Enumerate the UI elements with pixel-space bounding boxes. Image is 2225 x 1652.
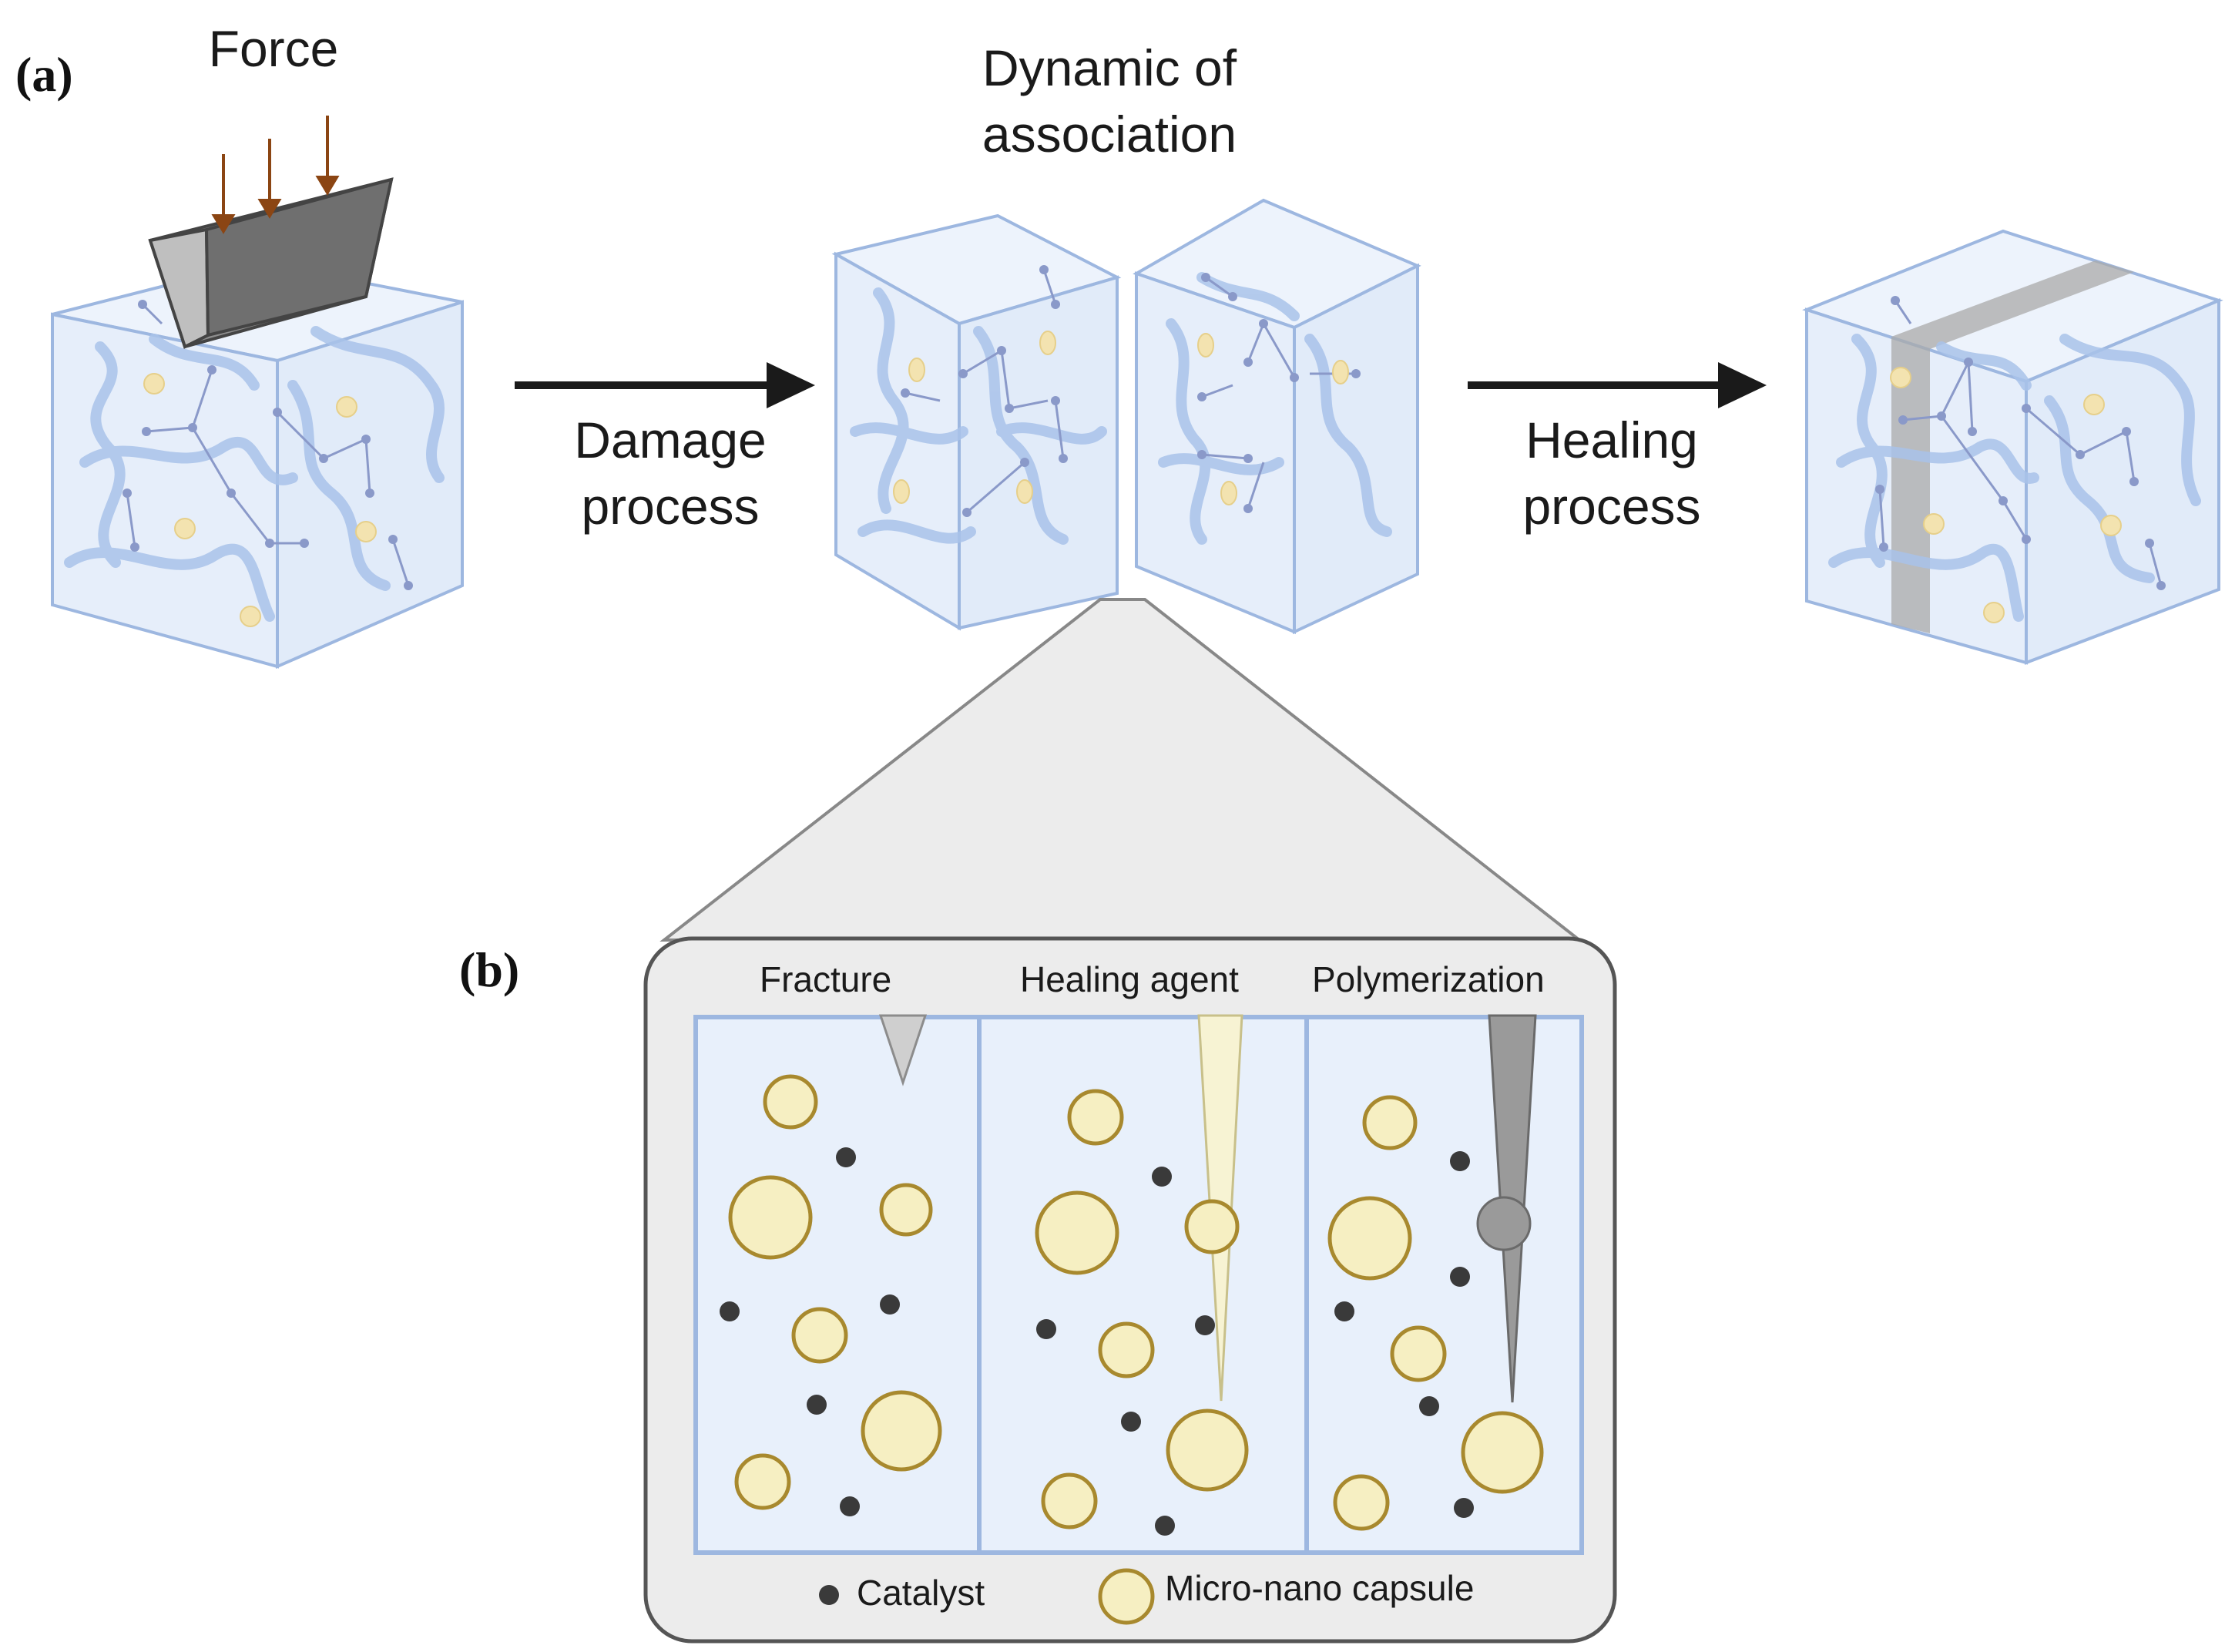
damage-process-label: Damage process	[539, 407, 801, 539]
dynamic-association-label: Dynamic of association	[917, 35, 1302, 167]
healing-agent-label: Healing agent	[1020, 959, 1239, 999]
inset-panel	[643, 936, 1617, 1644]
catalyst-legend-label: Catalyst	[857, 1573, 985, 1613]
healing-line-2: process	[1522, 478, 1701, 535]
damage-line-1: Damage	[574, 411, 767, 468]
damage-line-2: process	[581, 478, 760, 535]
zoom-callout	[659, 598, 1584, 942]
capsule-legend-label: Micro-nano capsule	[1165, 1568, 1475, 1608]
catalyst-legend-symbol	[819, 1585, 839, 1605]
fracture-label: Fracture	[760, 959, 892, 999]
cube-original	[51, 116, 464, 670]
healing-arrow	[1468, 362, 1767, 408]
dynamic-line-1: Dynamic of	[982, 39, 1237, 96]
healing-line-1: Healing	[1525, 411, 1698, 468]
damage-arrow	[515, 362, 815, 408]
healing-process-label: Healing process	[1481, 407, 1743, 539]
cube-fractured	[831, 198, 1421, 635]
dynamic-line-2: association	[982, 106, 1237, 163]
capsule-legend-symbol	[1098, 1568, 1155, 1625]
polymerization-label: Polymerization	[1312, 959, 1545, 999]
panel-b-label: (b)	[459, 942, 520, 997]
force-label: Force	[208, 20, 339, 77]
cube-healed	[1802, 229, 2223, 665]
panel-a-label: (a)	[15, 47, 73, 102]
